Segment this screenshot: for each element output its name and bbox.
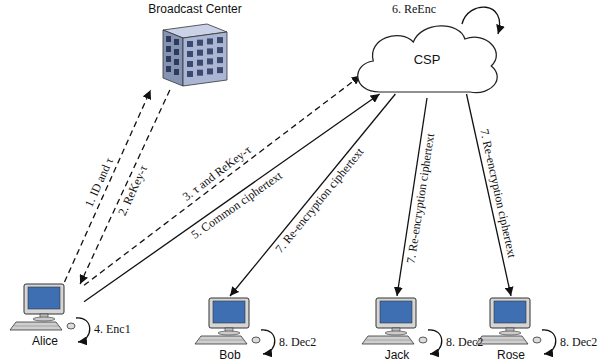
enc-loop <box>76 318 90 342</box>
user-computer: Rose <box>472 296 550 362</box>
dec-loop <box>261 330 275 354</box>
node-label: Alice <box>6 334 84 348</box>
edge-label: 7. Re-encryption ciphertext <box>404 130 437 266</box>
step-label: 8. Dec2 <box>446 336 483 349</box>
computer-icon <box>472 296 550 346</box>
node-label: Broadcast Center <box>121 2 269 16</box>
user-computer: Bob <box>191 296 269 362</box>
edge-label: 7. Re-encryption ciphertext <box>476 125 518 260</box>
dec-loop <box>428 330 442 354</box>
edge-label: 7. Re-encryption ciphertext <box>271 144 367 257</box>
dashed-arrow <box>65 90 151 282</box>
edge-label: 2. ReKey-τ <box>115 162 151 220</box>
computer-icon <box>191 296 269 346</box>
building-icon <box>121 20 269 88</box>
step-label: 6. ReEnc <box>392 3 436 16</box>
user-computer: Alice <box>6 282 84 348</box>
dec-loop <box>542 330 556 354</box>
edge-label: 1. ID and τ <box>82 154 117 211</box>
computer-icon <box>358 296 436 346</box>
step-label: 4. Enc1 <box>94 323 131 336</box>
cloud-server: CSP <box>348 18 506 98</box>
step-label: 8. Dec2 <box>279 336 316 349</box>
node-label: Bob <box>191 348 269 362</box>
node-label: Jack <box>358 348 436 362</box>
reenc-loop <box>462 7 500 34</box>
node-label: Rose <box>472 348 550 362</box>
broadcast-center: Broadcast Center <box>121 2 269 90</box>
node-label: CSP <box>348 52 506 67</box>
dashed-arrow <box>84 76 361 286</box>
user-computer: Jack <box>358 296 436 362</box>
step-label: 8. Dec2 <box>560 336 597 349</box>
computer-icon <box>6 282 84 332</box>
solid-arrow <box>84 94 380 302</box>
